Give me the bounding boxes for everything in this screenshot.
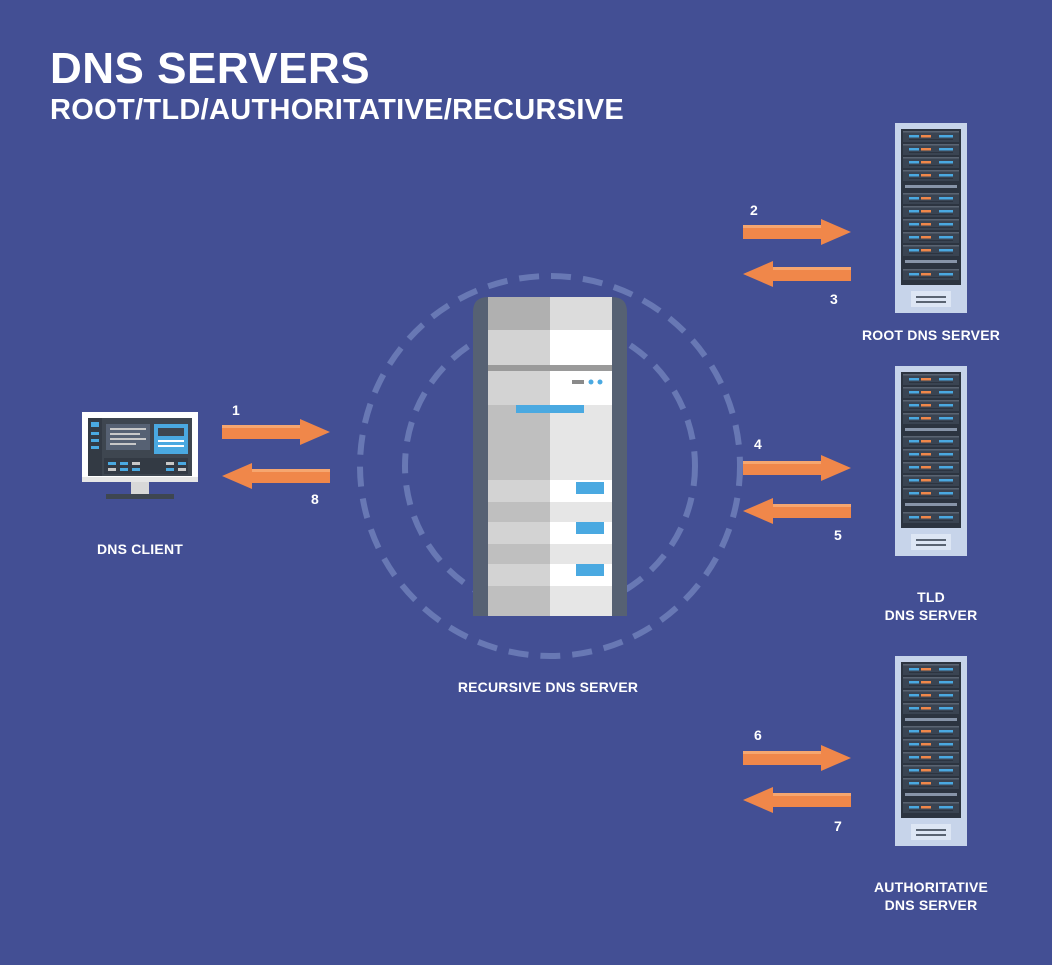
arrow-step-6 (743, 745, 851, 771)
root-server-label: ROOT DNS SERVER (861, 327, 1001, 343)
step-number-7: 7 (834, 818, 842, 834)
recursive-server-label: RECURSIVE DNS SERVER (457, 679, 639, 695)
authoritative-server-label-line1: AUTHORITATIVE (873, 879, 989, 895)
authoritative-server-label-line2: DNS SERVER (884, 897, 978, 913)
tld-server-rack-icon (895, 366, 967, 556)
recursive-server-icon (473, 297, 627, 616)
tld-server-label-line2: DNS SERVER (884, 607, 978, 623)
arrow-step-3 (743, 261, 851, 287)
page-title: DNS SERVERS (50, 44, 371, 93)
tld-server-label-line1: TLD (917, 589, 945, 605)
dns-client-label: DNS CLIENT (97, 541, 183, 557)
step-number-2: 2 (750, 202, 758, 218)
step-number-1: 1 (232, 402, 240, 418)
root-server-rack-icon (895, 123, 967, 313)
arrow-step-4 (743, 455, 851, 481)
arrow-step-1 (222, 419, 330, 445)
step-number-6: 6 (754, 727, 762, 743)
arrow-step-5 (743, 498, 851, 524)
arrow-step-7 (743, 787, 851, 813)
authoritative-server-label: AUTHORITATIVE DNS SERVER (846, 878, 1016, 914)
tld-server-label: TLD DNS SERVER (846, 588, 1016, 624)
page-subtitle: ROOT/TLD/AUTHORITATIVE/RECURSIVE (50, 94, 625, 126)
dns-client-monitor-icon (82, 412, 198, 499)
step-number-3: 3 (830, 291, 838, 307)
step-number-5: 5 (834, 527, 842, 543)
authoritative-server-rack-icon (895, 656, 967, 846)
step-number-8: 8 (311, 491, 319, 507)
arrow-step-2 (743, 219, 851, 245)
step-number-4: 4 (754, 436, 762, 452)
arrow-step-8 (222, 463, 330, 489)
